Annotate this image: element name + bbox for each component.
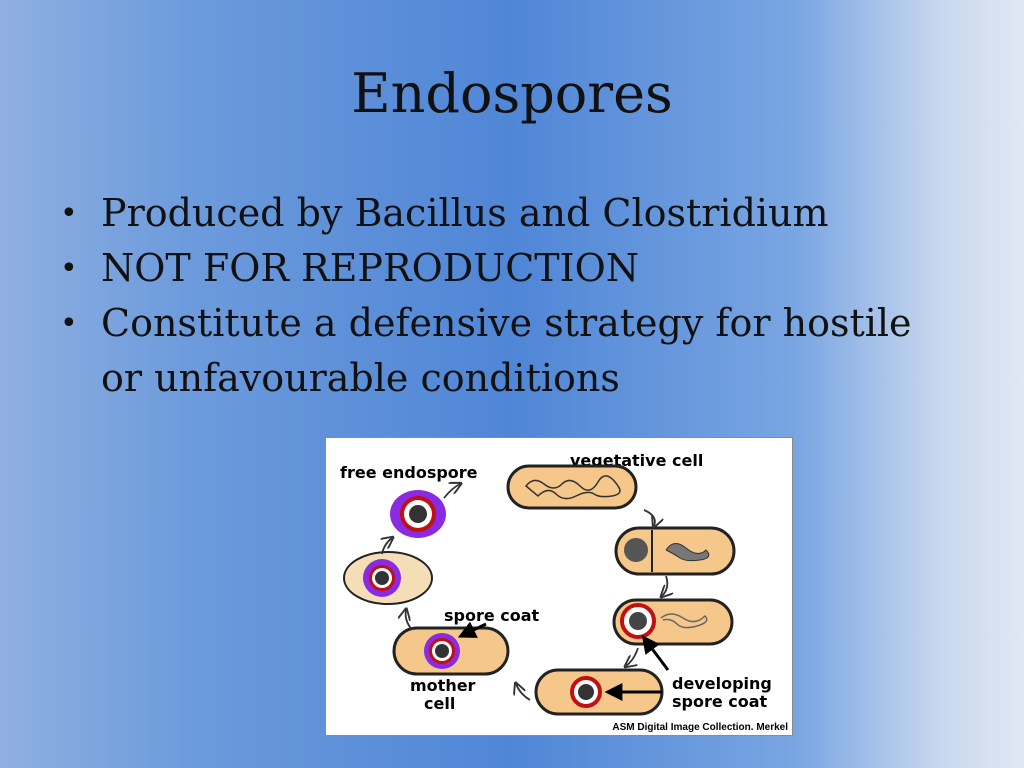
dividing-cell — [614, 526, 736, 576]
bullet-icon: • — [60, 306, 78, 341]
mother-cell — [392, 626, 510, 676]
label-developing: developing — [672, 674, 772, 693]
bullet-icon: • — [60, 251, 78, 286]
bullet-list: • Produced by Bacillus and Clostridium •… — [60, 186, 960, 406]
vegetative-cell — [506, 464, 638, 510]
bullet-text: Produced by Bacillus and Clostridium — [101, 191, 829, 235]
bullet-text: NOT FOR REPRODUCTION — [101, 246, 640, 290]
label-mother: mother — [410, 676, 476, 695]
image-credit: ASM Digital Image Collection. Merkel — [612, 722, 788, 733]
label-spore-coat: spore coat — [444, 606, 540, 625]
cycle-arrows — [382, 484, 667, 701]
free-endospore — [390, 490, 446, 538]
developing-spore-cell — [612, 598, 734, 646]
lysing-cell — [343, 551, 433, 605]
pointer-arrows — [457, 621, 670, 701]
label-developing-spore-coat: spore coat — [672, 692, 768, 711]
slide-title: Endospores — [351, 62, 673, 125]
bullet-item: • Produced by Bacillus and Clostridium — [60, 186, 960, 241]
label-free-endospore: free endospore — [340, 463, 478, 482]
bullet-item: • Constitute a defensive strategy for ho… — [60, 296, 960, 406]
bullet-icon: • — [60, 196, 78, 231]
endospore-diagram: free endospore vegetative cell spore coa… — [325, 437, 793, 736]
mature-spore-cell — [534, 668, 664, 716]
endospore-cycle-svg: free endospore vegetative cell spore coa… — [340, 451, 772, 716]
bullet-item: • NOT FOR REPRODUCTION — [60, 241, 960, 296]
bullet-text: Constitute a defensive strategy for host… — [101, 301, 912, 400]
label-cell: cell — [424, 694, 455, 713]
